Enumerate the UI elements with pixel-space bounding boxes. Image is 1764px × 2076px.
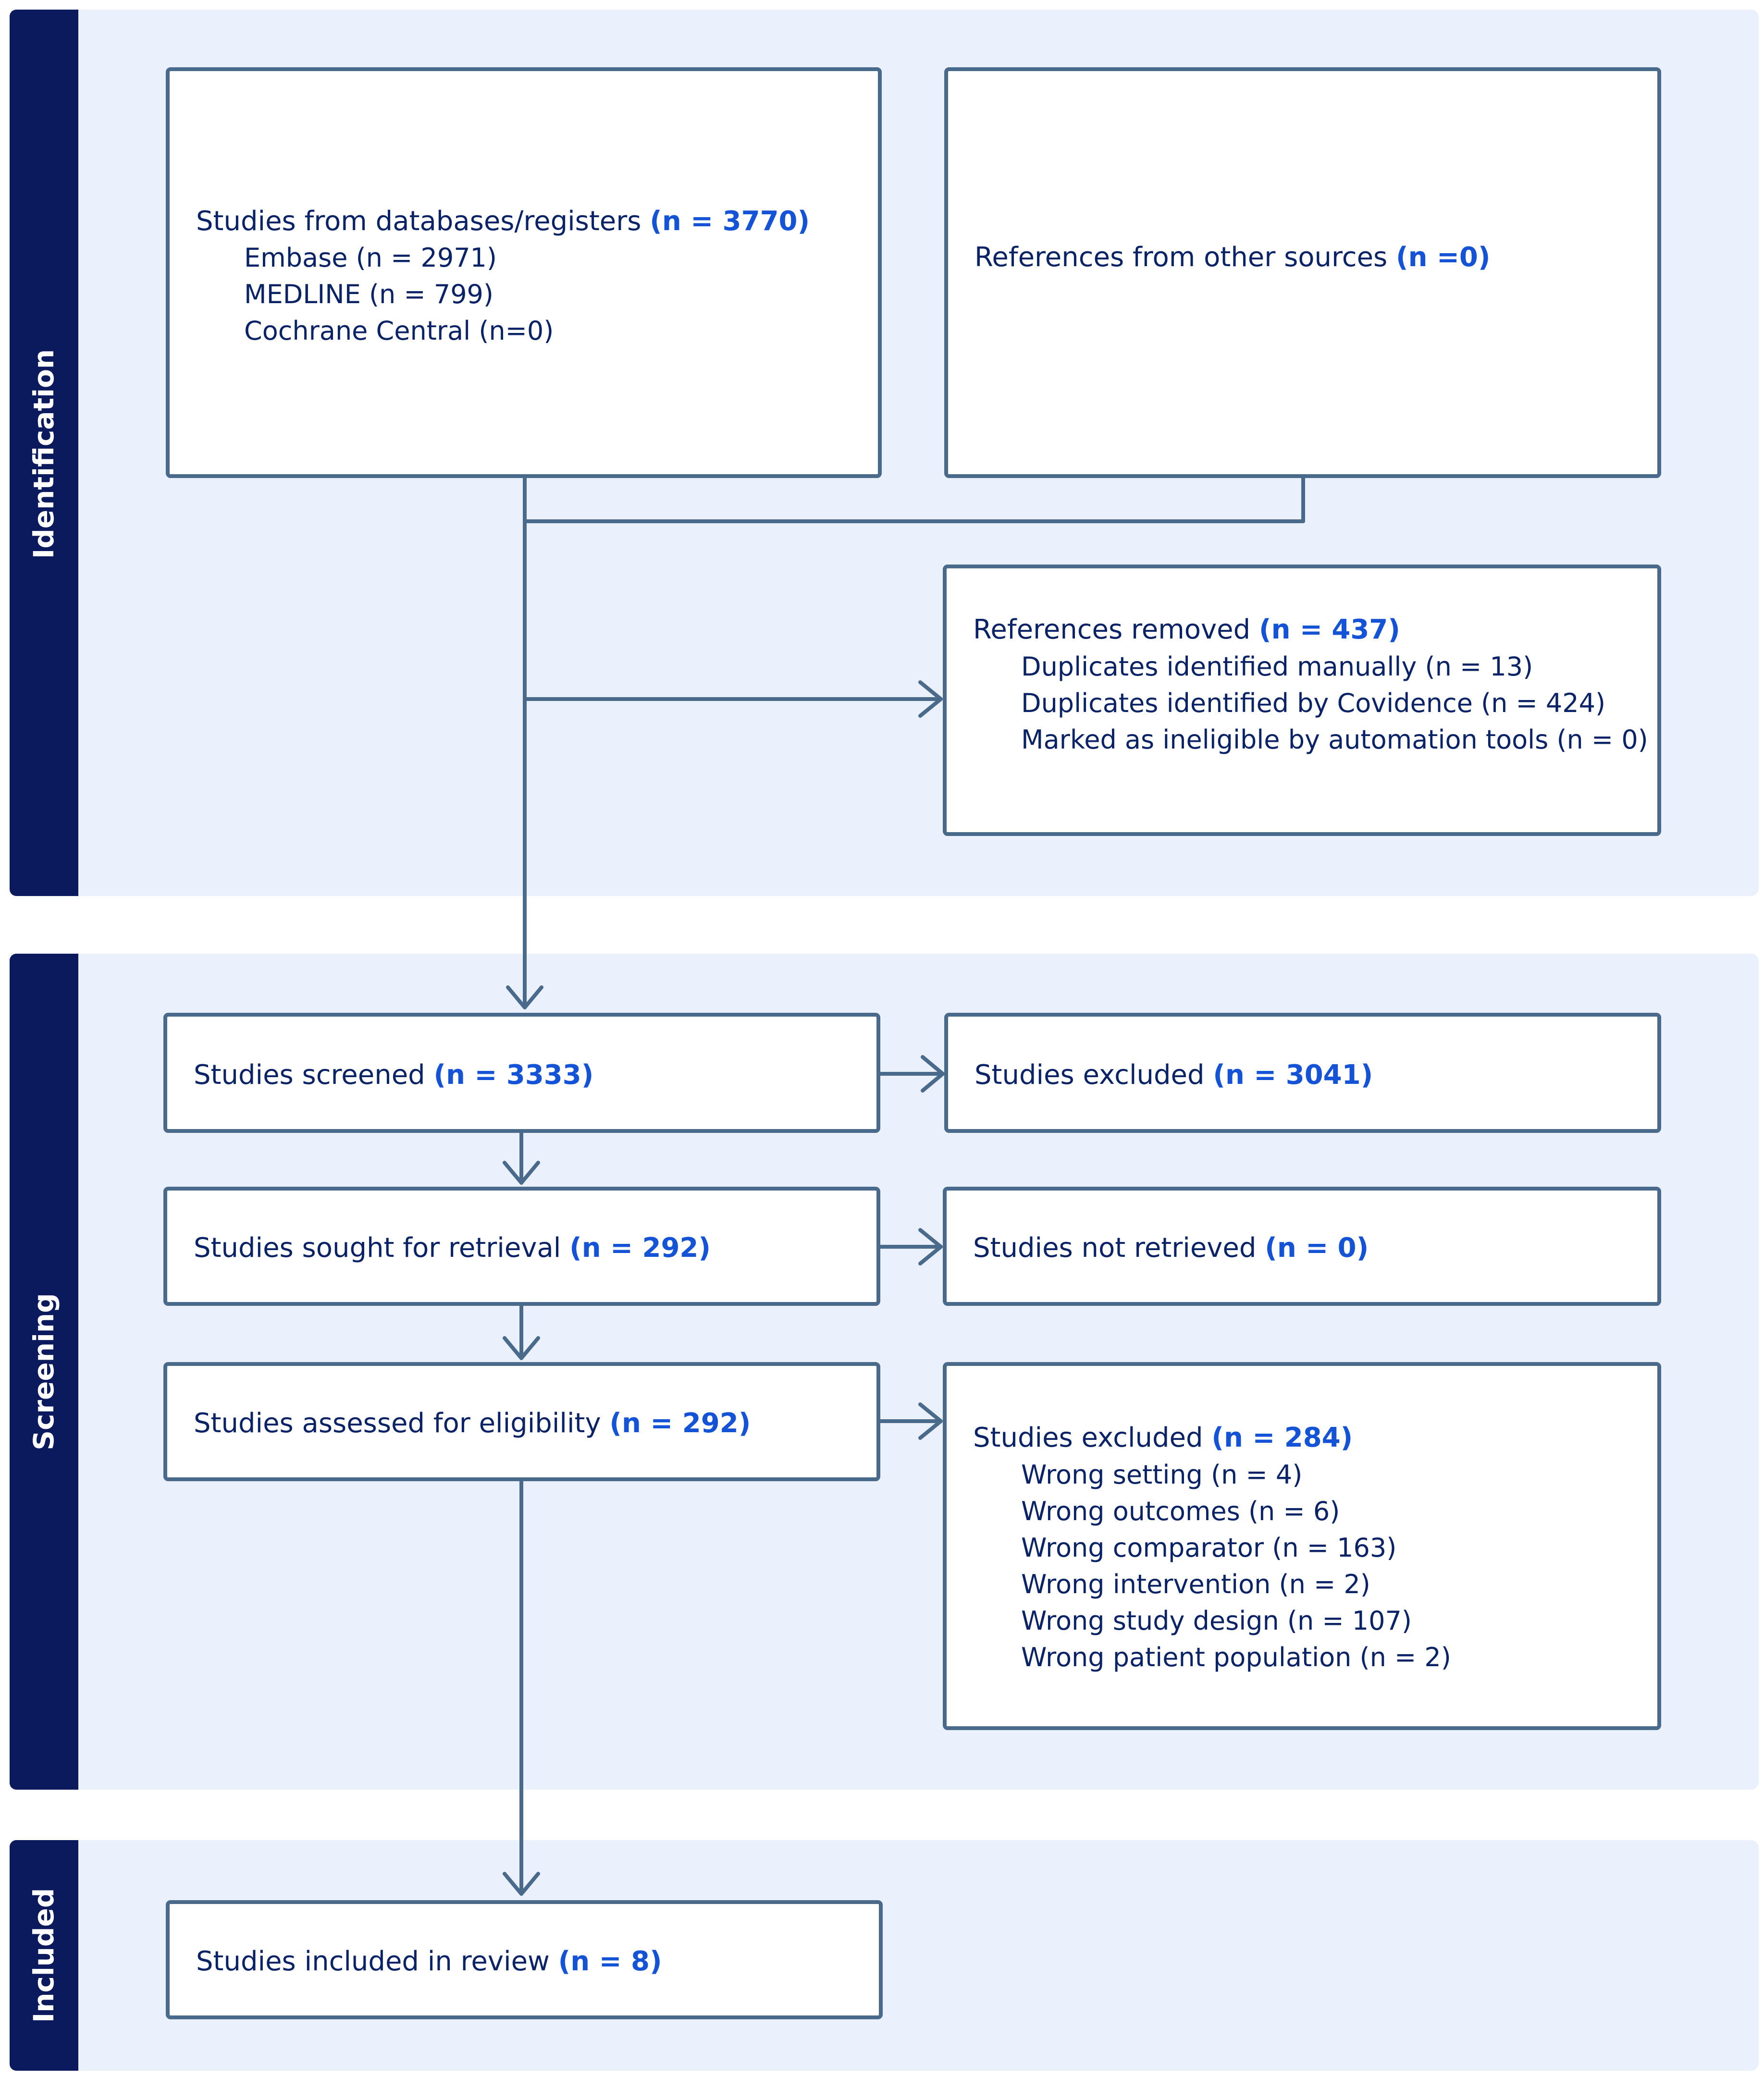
arrowhead-sought xyxy=(503,1161,540,1185)
reason-outcomes: Wrong outcomes (n = 6) xyxy=(1021,1496,1340,1526)
sought-label: Studies sought for retrieval xyxy=(194,1232,561,1264)
excluded-count: (n = 3041) xyxy=(1213,1059,1373,1091)
excluded-full-count: (n = 284) xyxy=(1211,1422,1353,1453)
assessed-label: Studies assessed for eligibility xyxy=(194,1408,601,1439)
excluded-title: Studies excluded (n = 3041) xyxy=(975,1062,1373,1089)
removed-automation: Marked as ineligible by automation tools… xyxy=(1021,725,1648,755)
databases-count: (n = 3770) xyxy=(650,206,810,237)
included-label: Studies included in review xyxy=(196,1946,550,1977)
screened-count: (n = 3333) xyxy=(433,1059,594,1091)
connector-other-sources-merge xyxy=(523,476,1305,523)
screened-label: Studies screened xyxy=(194,1059,425,1091)
databases-title: Studies from databases/registers (n = 37… xyxy=(196,208,810,235)
arrowhead-included xyxy=(503,1872,540,1896)
not-retrieved-title: Studies not retrieved (n = 0) xyxy=(973,1235,1369,1262)
removed-covidence: Duplicates identified by Covidence (n = … xyxy=(1021,688,1606,718)
included-title: Studies included in review (n = 8) xyxy=(196,1948,662,1975)
other-sources-label: References from other sources xyxy=(975,242,1388,273)
reason-patient-population: Wrong patient population (n = 2) xyxy=(1021,1642,1451,1672)
reason-study-design: Wrong study design (n = 107) xyxy=(1021,1606,1412,1636)
excluded-full-label: Studies excluded xyxy=(973,1422,1203,1453)
arrowhead-not-retrieved xyxy=(918,1228,943,1265)
included-count: (n = 8) xyxy=(558,1946,662,1977)
sought-box: Studies sought for retrieval (n = 292) xyxy=(163,1187,880,1306)
not-retrieved-box: Studies not retrieved (n = 0) xyxy=(943,1187,1661,1306)
removed-label: References removed xyxy=(973,614,1251,645)
references-removed-box: References removed (n = 437) Duplicates … xyxy=(943,565,1661,836)
identification-phase-bar xyxy=(10,10,78,896)
assessed-title: Studies assessed for eligibility (n = 29… xyxy=(194,1410,751,1437)
arrowhead-to-screened xyxy=(506,985,543,1009)
not-retrieved-label: Studies not retrieved xyxy=(973,1232,1257,1264)
assessed-count: (n = 292) xyxy=(609,1408,751,1439)
arrowhead-removed xyxy=(918,680,943,718)
other-sources-title: References from other sources (n =0) xyxy=(975,244,1490,271)
databases-box: Studies from databases/registers (n = 37… xyxy=(166,67,882,478)
excluded-full-title: Studies excluded (n = 284) xyxy=(973,1425,1353,1451)
not-retrieved-count: (n = 0) xyxy=(1265,1232,1369,1264)
removed-title: References removed (n = 437) xyxy=(973,616,1400,643)
reason-intervention: Wrong intervention (n = 2) xyxy=(1021,1569,1370,1599)
included-box: Studies included in review (n = 8) xyxy=(166,1900,883,2019)
excluded-label: Studies excluded xyxy=(975,1059,1205,1091)
sought-title: Studies sought for retrieval (n = 292) xyxy=(194,1235,711,1262)
reason-comparator: Wrong comparator (n = 163) xyxy=(1021,1533,1397,1563)
source-medline: MEDLINE (n = 799) xyxy=(244,279,493,309)
screened-title: Studies screened (n = 3333) xyxy=(194,1062,593,1089)
excluded-full-text-box: Studies excluded (n = 284) Wrong setting… xyxy=(943,1362,1661,1730)
source-embase: Embase (n = 2971) xyxy=(244,243,497,273)
sought-count: (n = 292) xyxy=(569,1232,711,1264)
databases-label: Studies from databases/registers xyxy=(196,206,641,237)
arrowhead-excluded xyxy=(921,1055,945,1093)
screening-phase-bar xyxy=(10,954,78,1790)
screened-box: Studies screened (n = 3333) xyxy=(163,1013,880,1133)
arrowhead-assessed xyxy=(503,1336,540,1360)
included-phase-bar xyxy=(10,1840,78,2071)
arrowhead-excluded-full xyxy=(918,1402,943,1440)
excluded-box: Studies excluded (n = 3041) xyxy=(944,1013,1661,1133)
source-cochrane: Cochrane Central (n=0) xyxy=(244,316,554,346)
other-sources-count: (n =0) xyxy=(1396,242,1491,273)
assessed-box: Studies assessed for eligibility (n = 29… xyxy=(163,1362,880,1481)
other-sources-box: References from other sources (n =0) xyxy=(944,67,1661,478)
reason-setting: Wrong setting (n = 4) xyxy=(1021,1460,1303,1490)
removed-count: (n = 437) xyxy=(1258,614,1400,645)
removed-manual: Duplicates identified manually (n = 13) xyxy=(1021,651,1533,682)
